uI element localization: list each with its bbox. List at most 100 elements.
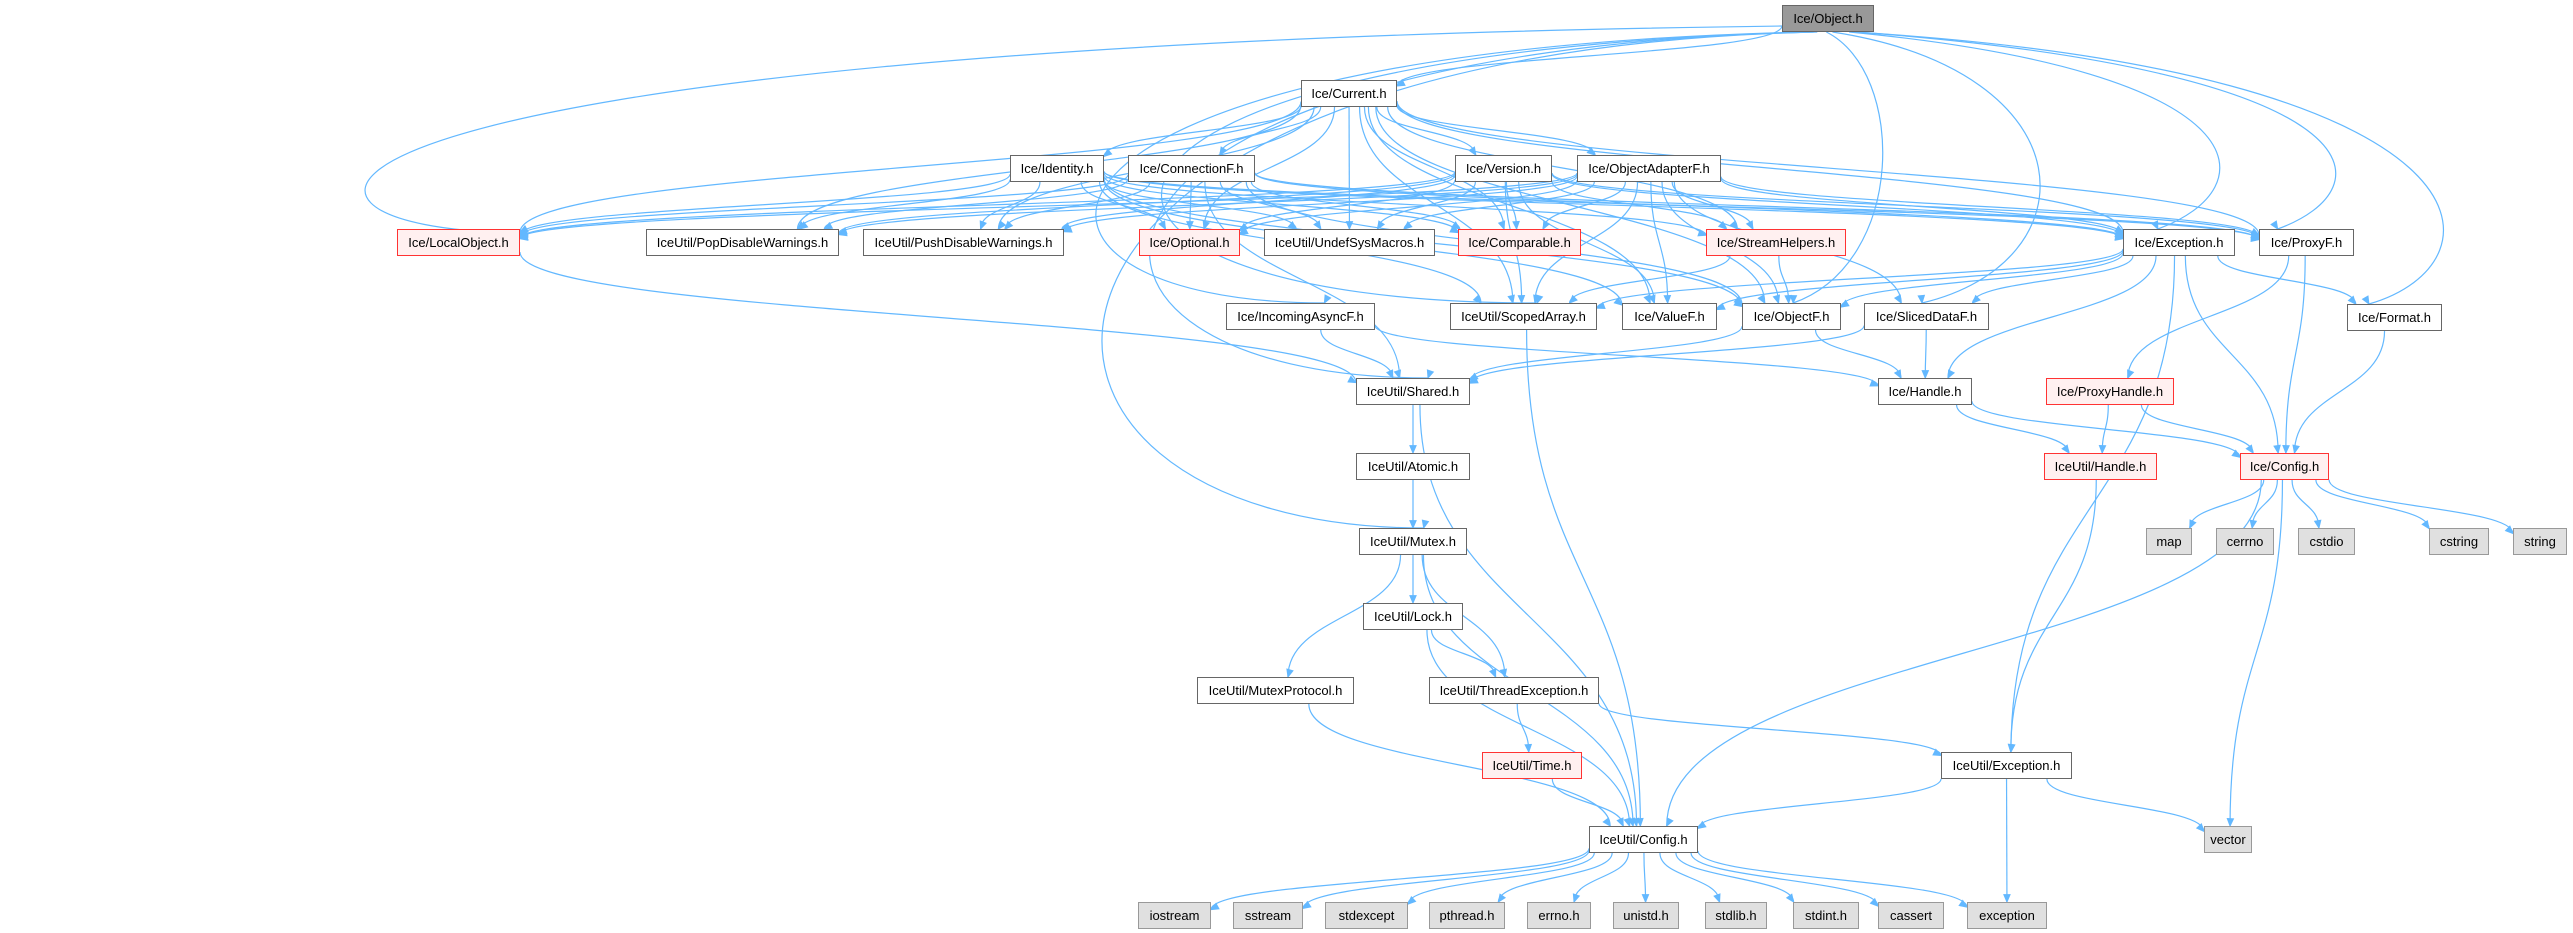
edge-iuconfig-to-stdint bbox=[1675, 852, 1795, 903]
edge-connectionf-to-undefsys bbox=[1219, 181, 1322, 230]
edge-object-to-objectf bbox=[1792, 31, 1884, 304]
arrowhead-incomingasyncf-to-shared bbox=[1385, 369, 1394, 380]
edge-streamhelpers-to-scopedarray bbox=[1568, 255, 1731, 304]
node-stdexcept: stdexcept bbox=[1325, 902, 1408, 929]
edge-identity-to-localobject bbox=[519, 174, 1011, 236]
node-iceutil-exception-h[interactable]: IceUtil/Exception.h bbox=[1941, 752, 2072, 779]
edge-localobject-to-shared bbox=[519, 252, 1357, 383]
arrowhead-exception-to-handle bbox=[1947, 369, 1956, 380]
node-string: string bbox=[2513, 528, 2567, 555]
node-map: map bbox=[2146, 528, 2192, 555]
node-iceutil-undefsysmacros-h[interactable]: IceUtil/UndefSysMacros.h bbox=[1264, 229, 1435, 256]
node-unistd-h: unistd.h bbox=[1613, 902, 1679, 929]
arrowhead-objectadapterf-to-exception bbox=[2114, 227, 2125, 236]
edge-identity-to-streamhelpers bbox=[1103, 173, 1707, 236]
node-ice-localobject-h[interactable]: Ice/LocalObject.h bbox=[397, 229, 520, 256]
arrowhead-streamhelpers-to-objectf bbox=[1784, 294, 1793, 305]
arrowhead-current-to-scopedarray bbox=[1507, 294, 1515, 305]
node-ice-objectadapterf-h[interactable]: Ice/ObjectAdapterF.h bbox=[1577, 155, 1721, 182]
node-ice-format-h[interactable]: Ice/Format.h bbox=[2347, 304, 2442, 331]
node-iceutil-handle-h[interactable]: IceUtil/Handle.h bbox=[2044, 453, 2157, 480]
arrowhead-objectadapterf-to-comparable bbox=[1542, 220, 1551, 231]
node-cassert: cassert bbox=[1878, 902, 1944, 929]
node-vector: vector bbox=[2204, 826, 2252, 853]
edge-current-to-localobject bbox=[519, 101, 1302, 233]
node-ice-sliceddataf-h[interactable]: Ice/SlicedDataF.h bbox=[1864, 303, 1989, 330]
node-iceutil-mutexprotocol-h[interactable]: IceUtil/MutexProtocol.h bbox=[1197, 677, 1354, 704]
node-ice-handle-h[interactable]: Ice/Handle.h bbox=[1878, 378, 1972, 405]
arrowhead-proxyhandle-to-iuhandle bbox=[2098, 444, 2107, 455]
arrowhead-incomingasyncf-to-handle bbox=[1869, 379, 1880, 387]
arrowhead-version-to-comparable bbox=[1512, 220, 1520, 231]
node-ice-proxyhandle-h[interactable]: Ice/ProxyHandle.h bbox=[2046, 378, 2174, 405]
arrowhead-objectadapterf-to-pushdisable bbox=[1062, 225, 1073, 233]
edge-connectionf-to-popdisable bbox=[823, 178, 1129, 230]
node-ice-connectionf-h[interactable]: Ice/ConnectionF.h bbox=[1128, 155, 1255, 182]
edge-object-to-shared bbox=[1149, 31, 1813, 379]
node-iceutil-time-h[interactable]: IceUtil/Time.h bbox=[1482, 752, 1582, 779]
node-ice-config-h[interactable]: Ice/Config.h bbox=[2240, 453, 2329, 480]
edge-connectionf-to-proxyf bbox=[1254, 172, 2260, 240]
node-ice-valuef-h[interactable]: Ice/ValueF.h bbox=[1622, 303, 1717, 330]
arrowhead-objectadapterf-to-valuef bbox=[1663, 294, 1672, 305]
node-ice-proxyf-h[interactable]: Ice/ProxyF.h bbox=[2259, 229, 2354, 256]
edge-version-to-optional bbox=[1239, 179, 1456, 231]
edge-objectadapterf-to-exception bbox=[1720, 178, 2124, 235]
edge-objectadapterf-to-undefsys bbox=[1403, 181, 1595, 230]
node-iceutil-shared-h[interactable]: IceUtil/Shared.h bbox=[1356, 378, 1470, 405]
node-cstdio: cstdio bbox=[2298, 528, 2355, 555]
edge-exception-to-handle bbox=[1947, 255, 2157, 379]
arrowhead-proxyf-to-proxyhandle bbox=[2127, 369, 2135, 380]
node-iceutil-lock-h[interactable]: IceUtil/Lock.h bbox=[1363, 603, 1463, 630]
node-ice-version-h[interactable]: Ice/Version.h bbox=[1455, 155, 1552, 182]
arrowhead-iuconfig-to-errno bbox=[1572, 893, 1581, 904]
edge-iuconfig-to-pthread bbox=[1497, 852, 1613, 903]
node-pthread-h: pthread.h bbox=[1429, 902, 1505, 929]
arrowhead-time-to-iuconfig bbox=[1616, 817, 1624, 828]
node-iceutil-threadexception-h[interactable]: IceUtil/ThreadException.h bbox=[1429, 677, 1599, 704]
node-iceutil-mutex-h[interactable]: IceUtil/Mutex.h bbox=[1359, 528, 1467, 555]
arrowhead-threadexception-to-time bbox=[1524, 743, 1533, 754]
node-iceutil-atomic-h[interactable]: IceUtil/Atomic.h bbox=[1356, 453, 1470, 480]
edge-lock-to-iuconfig bbox=[1426, 629, 1631, 827]
arrowhead-iuconfig-to-stdlib bbox=[1713, 893, 1721, 904]
node-ice-streamhelpers-h[interactable]: Ice/StreamHelpers.h bbox=[1706, 229, 1846, 256]
node-cstring: cstring bbox=[2429, 528, 2489, 555]
arrowhead-version-to-scopedarray bbox=[1517, 294, 1526, 305]
edge-incomingasyncf-to-handle bbox=[1374, 325, 1879, 387]
arrowhead-config-to-string bbox=[2504, 525, 2514, 535]
edge-threadexception-to-iuexception bbox=[1598, 703, 1942, 756]
edge-connectionf-to-shared bbox=[1204, 181, 1401, 379]
edge-current-to-exception bbox=[1396, 102, 2124, 233]
arrowhead-connectionf-to-undefsys bbox=[1313, 220, 1322, 231]
node-ice-objectf-h[interactable]: Ice/ObjectF.h bbox=[1742, 303, 1841, 330]
arrowhead-identity-to-popdisable bbox=[798, 221, 809, 230]
node-iceutil-config-h[interactable]: IceUtil/Config.h bbox=[1589, 826, 1698, 853]
arrowhead-object-to-current bbox=[1395, 78, 1406, 87]
edge-exception-to-config bbox=[2184, 255, 2279, 454]
arrowhead-object-to-format bbox=[2361, 295, 2370, 306]
node-ice-incomingasyncf-h[interactable]: Ice/IncomingAsyncF.h bbox=[1226, 303, 1375, 330]
arrowhead-streamhelpers-to-scopedarray bbox=[1568, 294, 1578, 304]
arrowhead-proxyf-to-config bbox=[2282, 445, 2290, 455]
arrowhead-objectadapterf-to-popdisable bbox=[837, 228, 848, 237]
node-iceutil-popdisablewarnings-h[interactable]: IceUtil/PopDisableWarnings.h bbox=[646, 229, 839, 256]
node-iceutil-scopedarray-h[interactable]: IceUtil/ScopedArray.h bbox=[1450, 303, 1597, 330]
arrowhead-config-to-cstdio bbox=[2313, 519, 2322, 530]
arrowhead-iuconfig-to-iostream bbox=[1209, 902, 1220, 911]
arrowhead-objectadapterf-to-streamhelpers bbox=[1745, 220, 1754, 231]
edge-proxyf-to-config bbox=[2285, 255, 2306, 454]
arrowhead-threadexception-to-iuexception bbox=[1932, 748, 1943, 757]
edge-objectadapterf-to-proxyf bbox=[1720, 176, 2260, 238]
node-ice-comparable-h[interactable]: Ice/Comparable.h bbox=[1458, 229, 1581, 256]
node-ice-current-h[interactable]: Ice/Current.h bbox=[1301, 80, 1397, 107]
node-errno-h: errno.h bbox=[1527, 902, 1591, 929]
node-ice-exception-h[interactable]: Ice/Exception.h bbox=[2123, 229, 2235, 256]
node-ice-identity-h[interactable]: Ice/Identity.h bbox=[1010, 155, 1104, 182]
edge-object-to-sliceddataf bbox=[1832, 31, 2041, 304]
node-ice-optional-h[interactable]: Ice/Optional.h bbox=[1139, 229, 1240, 256]
arrowhead-exception-to-sliceddataf bbox=[1971, 294, 1981, 304]
edge-version-to-localobject bbox=[519, 171, 1456, 239]
arrowhead-current-to-optional bbox=[1202, 220, 1211, 231]
node-iceutil-pushdisablewarnings-h[interactable]: IceUtil/PushDisableWarnings.h bbox=[863, 229, 1064, 256]
